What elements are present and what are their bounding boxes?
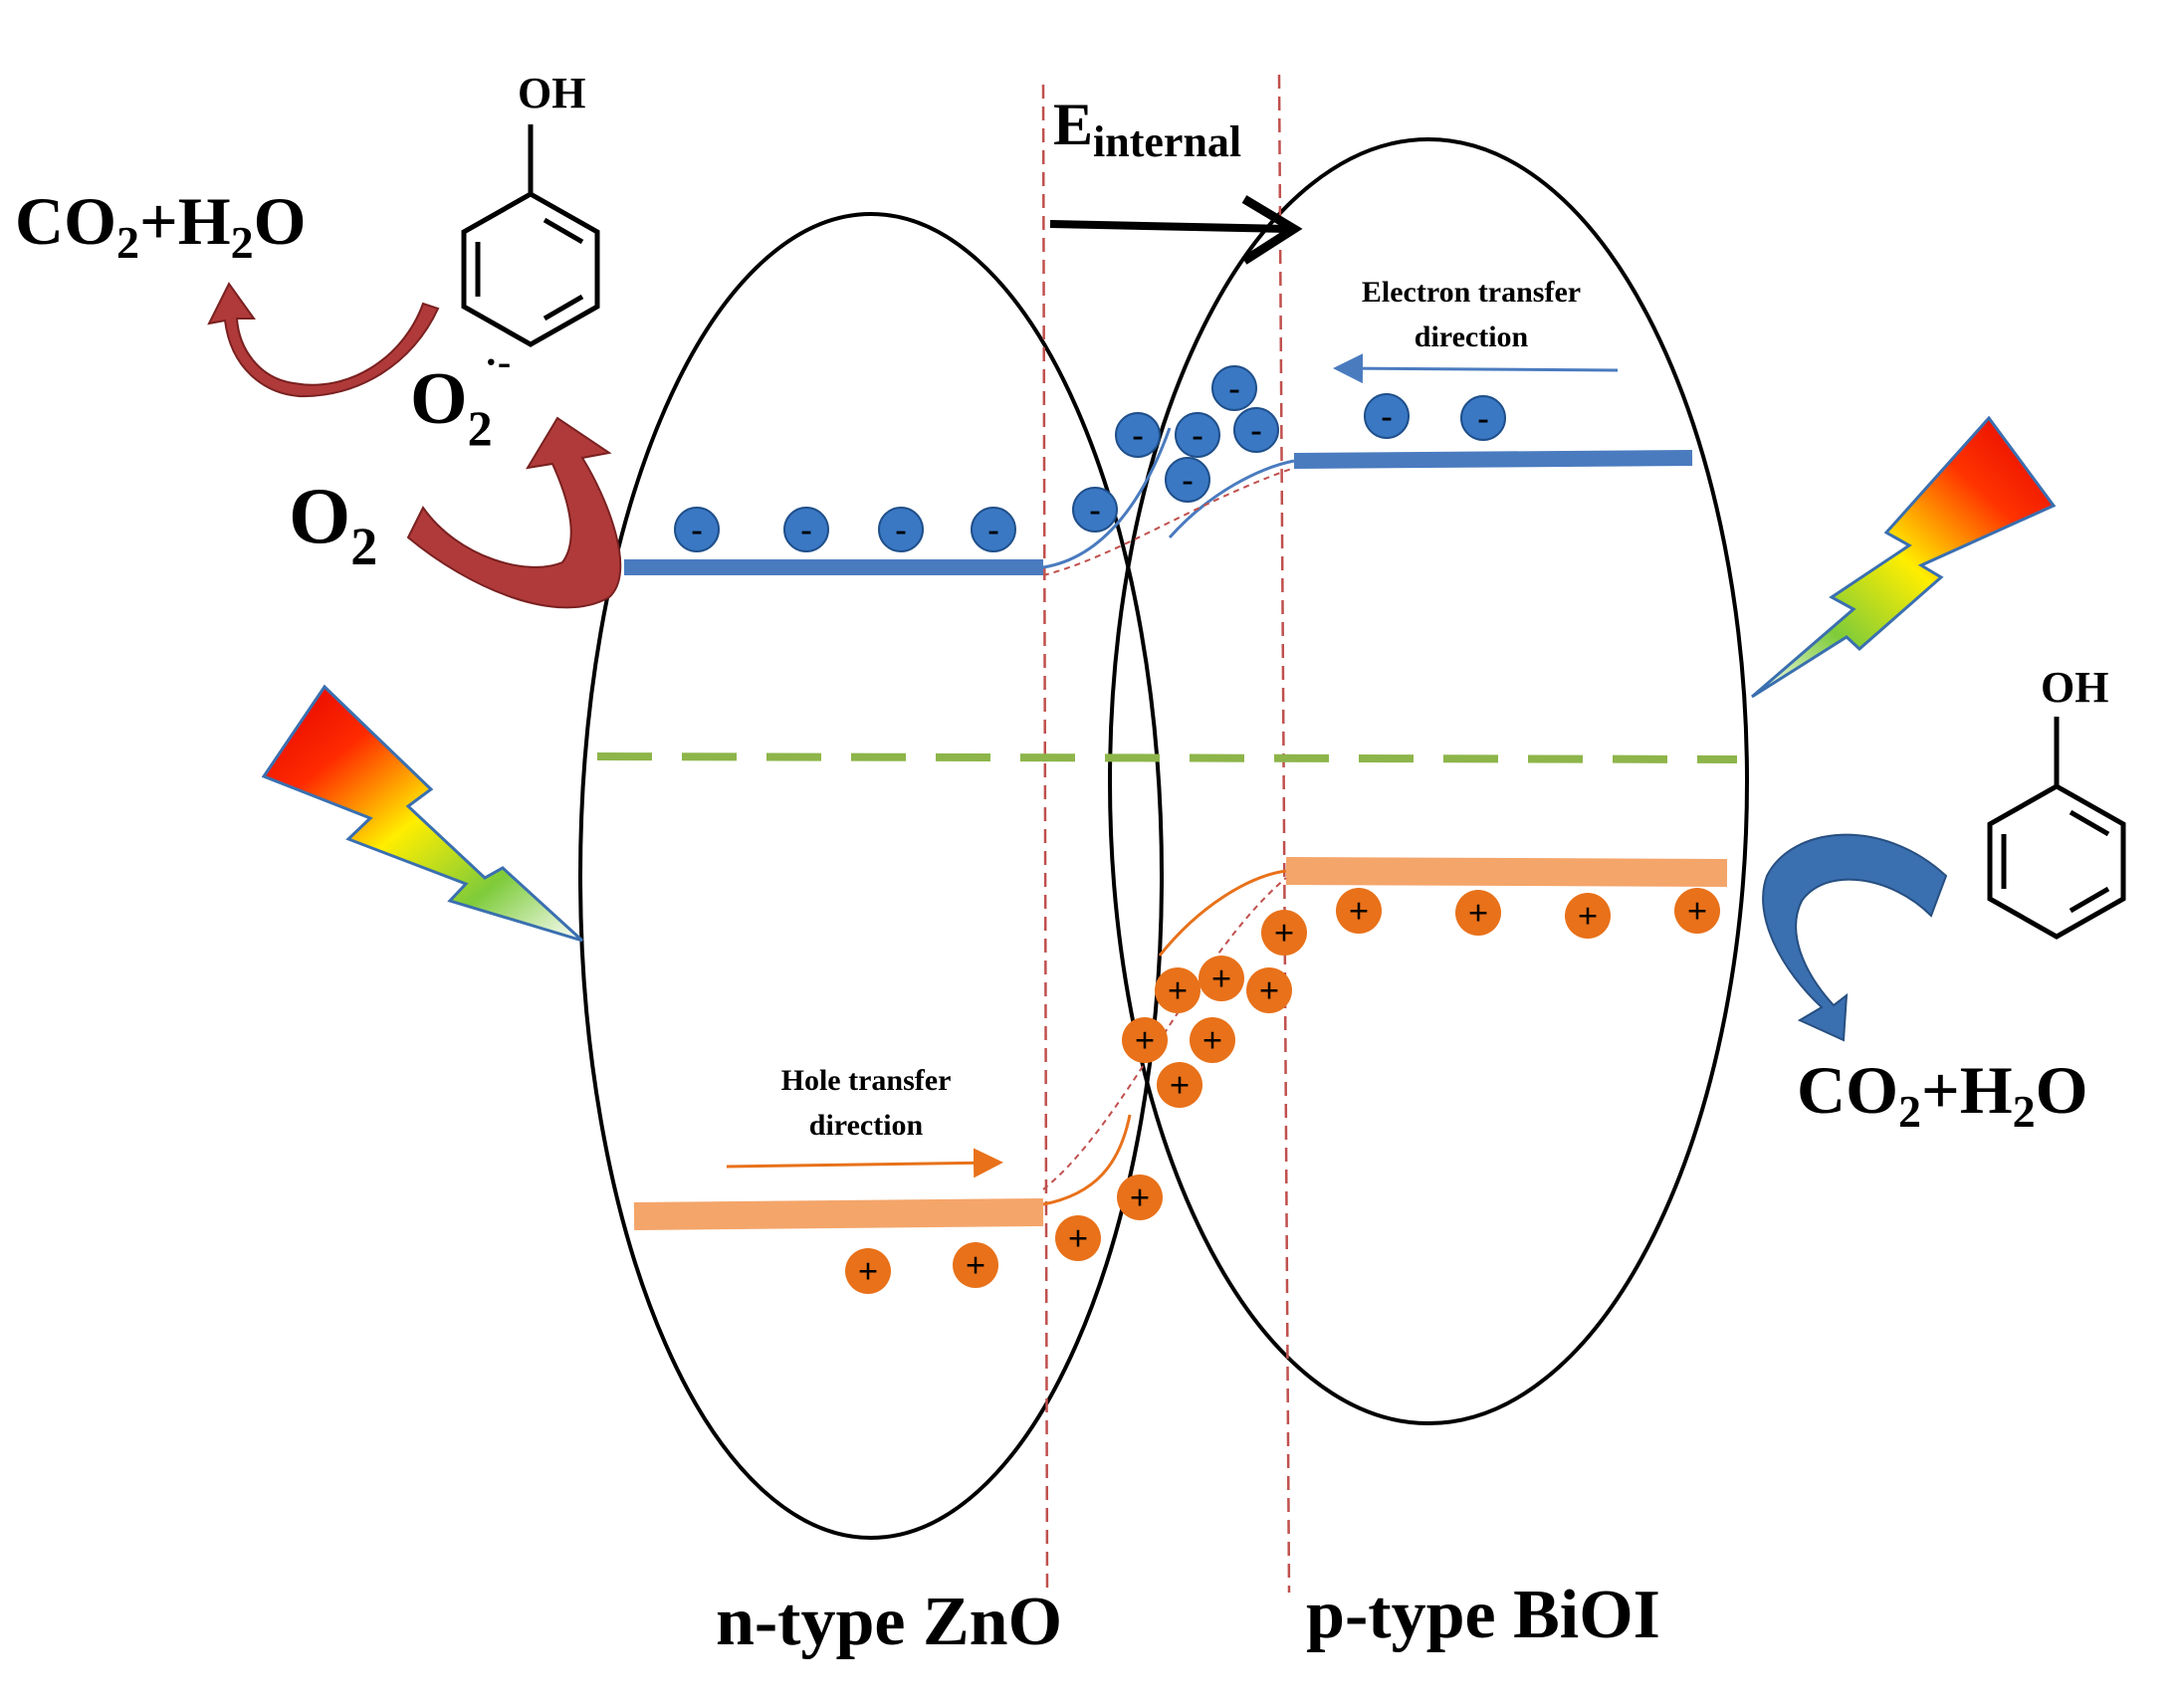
svg-text:-: - — [1228, 370, 1239, 407]
internal-field-arrow — [1049, 195, 1303, 265]
curved-arrow-icon-o2 — [406, 416, 622, 609]
hole: + — [1565, 893, 1611, 939]
svg-text:-: - — [1192, 417, 1202, 454]
svg-text:-: - — [1089, 492, 1100, 529]
svg-text:-: - — [1182, 462, 1193, 499]
electron: - — [1165, 457, 1210, 503]
electron: - — [783, 507, 829, 552]
svg-text:+: + — [1687, 891, 1708, 931]
curved-arrow-icon-phenol-degradation — [207, 282, 440, 398]
vb-bending-lower — [1042, 1114, 1132, 1206]
zno-ellipse — [578, 212, 1164, 1540]
electron: - — [971, 507, 1016, 552]
bioi-valence-band — [1285, 857, 1728, 887]
electron-transfer-arrow — [1333, 353, 1619, 384]
svg-text:+: + — [1202, 1020, 1223, 1060]
co2-h2o-label-top: CO2+H2O — [15, 183, 307, 268]
svg-text:+: + — [1211, 959, 1232, 998]
svg-text:+: + — [1274, 913, 1295, 953]
svg-text:-: - — [895, 512, 906, 548]
hole: + — [1246, 967, 1292, 1013]
electron: - — [1211, 365, 1257, 411]
hole-transfer-arrow — [726, 1148, 1003, 1178]
oh-label-top: OH — [518, 69, 585, 117]
svg-text:+: + — [1170, 1065, 1191, 1105]
hole: + — [1157, 1062, 1202, 1108]
svg-text:+: + — [1468, 893, 1489, 933]
svg-text:-: - — [691, 512, 702, 548]
svg-text:-: - — [1477, 400, 1488, 437]
hole: + — [1190, 1017, 1235, 1063]
fermi-level-line — [596, 752, 1738, 763]
svg-text:+: + — [1068, 1218, 1089, 1258]
vb-bending-upper — [1158, 869, 1287, 957]
svg-text:-: - — [987, 512, 998, 548]
lightning-bolt-icon-left — [261, 684, 584, 943]
holes: + + + + + + + + + + + + + + + — [845, 888, 1720, 1294]
cb-bending-left — [1042, 427, 1172, 569]
hole: + — [1261, 910, 1307, 956]
electron: - — [674, 507, 720, 552]
hole: + — [845, 1248, 891, 1294]
hole: + — [953, 1242, 998, 1288]
o2-label: O2 — [289, 473, 377, 576]
cb-dashed-connector — [1042, 467, 1295, 576]
co2-h2o-label-right: CO2+H2O — [1797, 1052, 2088, 1137]
hole: + — [1336, 888, 1382, 934]
hole: + — [1455, 890, 1501, 936]
phenol-molecule-icon-right — [1987, 717, 2126, 940]
bioi-ellipse — [1108, 137, 1749, 1425]
vb-dashed-connector — [1042, 877, 1287, 1190]
svg-text:-: - — [800, 512, 811, 548]
lightning-bolt-icon-right — [1751, 415, 2057, 699]
hole: + — [1117, 1174, 1163, 1220]
hole: + — [1055, 1215, 1101, 1261]
internal-field-label: Einternal — [1053, 92, 1241, 166]
electron: - — [1460, 395, 1506, 441]
svg-text:+: + — [1135, 1020, 1156, 1060]
svg-text:+: + — [1578, 896, 1599, 936]
electron: - — [1175, 412, 1220, 458]
svg-text:+: + — [858, 1251, 879, 1291]
svg-text:-: - — [1381, 398, 1392, 435]
svg-text:+: + — [1259, 970, 1280, 1010]
oh-label-right: OH — [2041, 663, 2108, 712]
electron: - — [1364, 393, 1410, 439]
svg-text:-: - — [1250, 412, 1261, 449]
hole-transfer-label-line2: direction — [809, 1109, 924, 1142]
n-type-zno-label: n-type ZnO — [716, 1584, 1062, 1660]
hole: + — [1674, 888, 1720, 934]
electron: - — [1072, 487, 1118, 533]
junction-line-left — [1041, 84, 1049, 1594]
svg-text:+: + — [1349, 891, 1370, 931]
svg-text:-: - — [1132, 417, 1143, 454]
electron-transfer-label-line2: direction — [1415, 320, 1529, 353]
electron-transfer-label-line1: Electron transfer — [1362, 276, 1581, 309]
cb-bending-right — [1168, 459, 1295, 538]
curved-arrow-icon-right — [1762, 833, 1948, 1042]
zno-valence-band — [633, 1198, 1044, 1230]
hole: + — [1122, 1017, 1168, 1063]
hole: + — [1199, 956, 1244, 1001]
hole: + — [1155, 967, 1200, 1013]
electron: - — [1233, 407, 1279, 453]
superoxide-label: O2·- — [410, 339, 511, 456]
svg-text:+: + — [966, 1245, 986, 1285]
svg-text:+: + — [1168, 970, 1189, 1010]
hole-transfer-label-line1: Hole transfer — [781, 1064, 952, 1097]
phenol-molecule-icon-top — [461, 124, 600, 347]
electron: - — [1115, 412, 1161, 458]
electrons: - - - - - - - - - - - - — [674, 365, 1506, 552]
bioi-conduction-band — [1293, 450, 1693, 469]
svg-text:+: + — [1130, 1177, 1151, 1217]
junction-line-right — [1277, 74, 1291, 1594]
electron: - — [878, 507, 924, 552]
p-type-bioi-label: p-type BiOI — [1306, 1577, 1660, 1653]
